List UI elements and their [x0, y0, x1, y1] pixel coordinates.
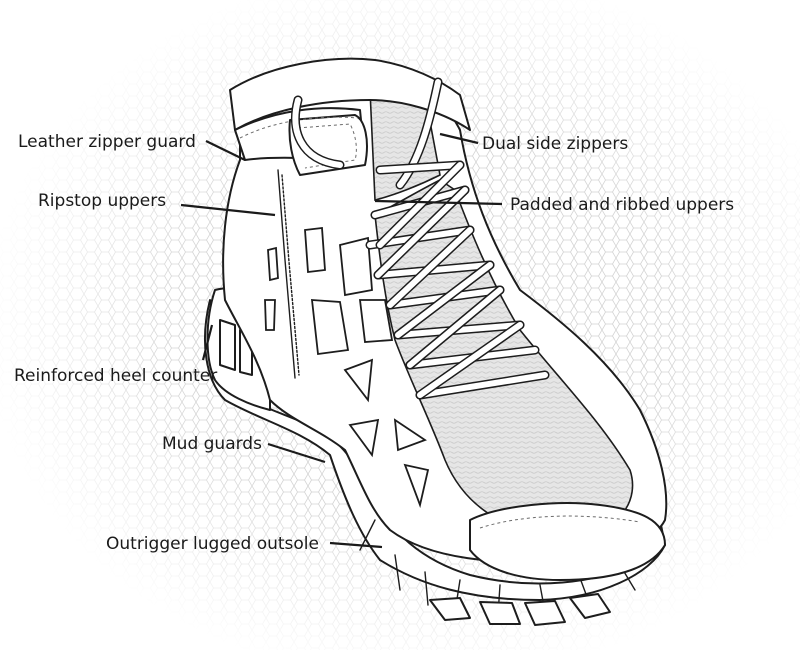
leader-padded-ribbed-uppers [374, 199, 503, 206]
label-mud-guards: Mud guards [162, 434, 262, 454]
outsole-lugs [359, 519, 636, 616]
leader-ripstop-uppers [180, 203, 276, 217]
leader-lines [180, 132, 503, 549]
leader-outrigger-lugged-outsole [329, 541, 383, 549]
leader-mud-guards [267, 442, 326, 464]
laces [290, 77, 550, 400]
zipper-guard [288, 114, 368, 176]
label-ripstop-uppers: Ripstop uppers [38, 191, 167, 211]
label-reinforced-heel-counter: Reinforced heel counter [14, 366, 218, 386]
zipper [277, 169, 296, 379]
leader-leather-zipper-guard [205, 140, 246, 161]
leader-dual-side-zippers [439, 132, 479, 145]
cuff [229, 57, 471, 131]
boot-illustration [204, 57, 668, 626]
label-outrigger-lugged-outsole: Outrigger lugged outsole [106, 534, 319, 554]
label-dual-side-zippers: Dual side zippers [482, 134, 629, 154]
label-leather-zipper-guard: Leather zipper guard [18, 132, 196, 152]
toe-cap [469, 502, 666, 581]
label-padded-ribbed-uppers: Padded and ribbed uppers [510, 195, 735, 215]
leader-reinforced-heel-counter [201, 324, 214, 361]
